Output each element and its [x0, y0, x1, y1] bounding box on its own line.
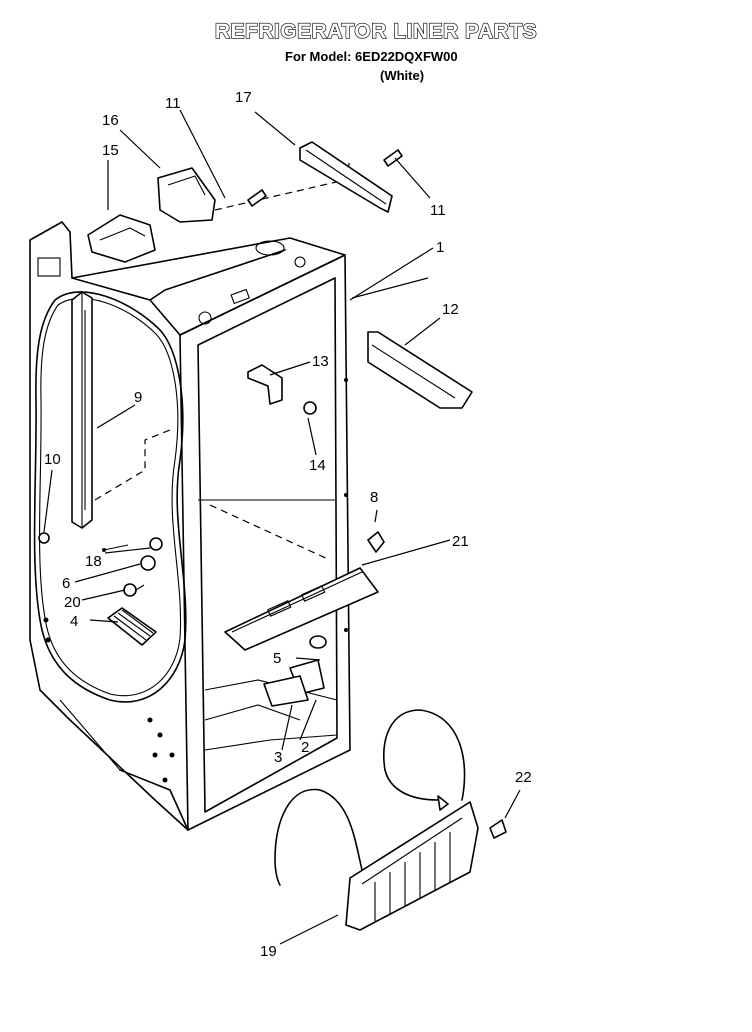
callout-3: 3: [274, 749, 282, 766]
part-21-support: [224, 567, 379, 651]
callout-19: 19: [260, 943, 277, 960]
callout-numbers: 1 2 3 4 5 6 8 9 10 11 11 12 13 14 15 16 …: [44, 89, 532, 960]
callout-20: 20: [64, 594, 81, 611]
screw-11-left: [247, 189, 267, 207]
part-14-screw: [303, 401, 317, 415]
callout-22: 22: [515, 769, 532, 786]
callout-11-right: 11: [430, 202, 446, 219]
callout-4: 4: [70, 613, 78, 630]
callout-2: 2: [301, 739, 309, 756]
model-subtitle: For Model: 6ED22DQXFW00: [285, 49, 458, 64]
callout-16: 16: [102, 112, 119, 129]
part-6-grommet: [140, 537, 163, 571]
diagram-title: REFRIGERATOR LINER PARTS: [214, 19, 538, 43]
part-12-bracket: [367, 331, 473, 409]
part-8-clip: [367, 531, 385, 553]
part-18-pin: [102, 544, 129, 552]
callout-12: 12: [442, 301, 459, 318]
callout-15: 15: [102, 142, 119, 159]
callout-11-top: 11: [165, 95, 181, 112]
callout-17: 17: [235, 89, 252, 106]
callout-18: 18: [85, 553, 102, 570]
part-15-16-damper: [87, 159, 351, 263]
callout-13: 13: [312, 353, 329, 370]
part-17-bracket: [299, 141, 393, 213]
part-4-vent: [107, 607, 157, 646]
callout-5: 5: [273, 650, 281, 667]
part-20-knob: [123, 583, 145, 597]
liner-body: [29, 221, 351, 831]
part-5-plug: [309, 635, 327, 649]
leader-lines: [43, 109, 521, 945]
part-13-bracket: [247, 364, 283, 405]
screw-11-right: [383, 149, 403, 167]
callout-9: 9: [134, 389, 142, 406]
callout-1: 1: [436, 239, 444, 256]
callout-10: 10: [44, 451, 61, 468]
part-3-bracket: [263, 675, 309, 707]
color-note: (White): [380, 68, 425, 83]
part-19-heater: [274, 709, 507, 931]
callout-8: 8: [370, 489, 378, 506]
callout-21: 21: [452, 533, 469, 550]
part-9-channel: [71, 291, 171, 529]
callout-6: 6: [62, 575, 70, 592]
callout-14: 14: [309, 457, 326, 474]
part-10-screw: [38, 532, 50, 544]
